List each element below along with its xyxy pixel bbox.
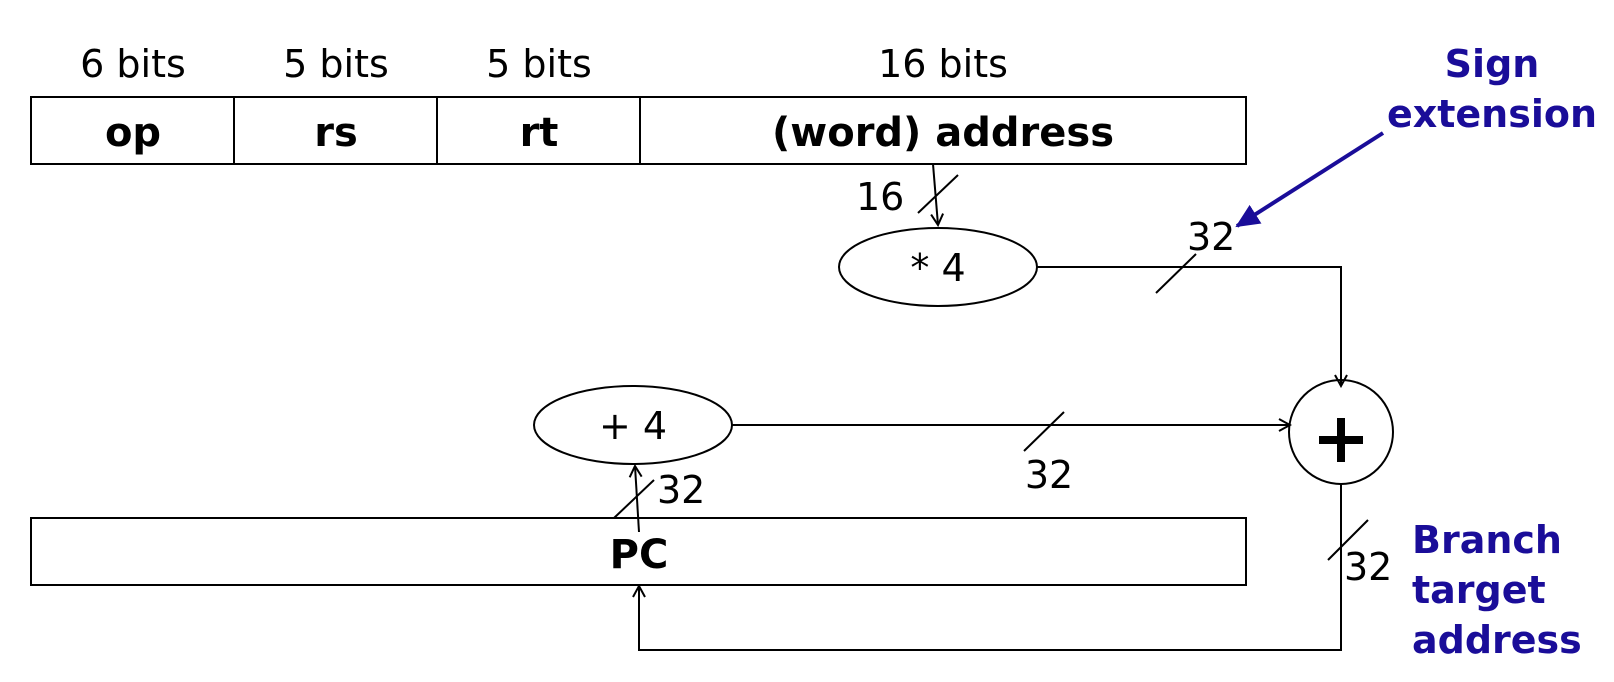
bus-width-shift: 32	[1187, 215, 1235, 259]
instruction-box	[30, 96, 1247, 165]
shift-to-adder-line	[1037, 266, 1341, 386]
bus-tick	[1155, 253, 1197, 294]
branch-target-label-line1: Branch	[1412, 518, 1562, 562]
multiply-by-four-label: * 4	[910, 246, 965, 290]
instruction-format: op rs rt (word) address	[30, 96, 1247, 165]
plus-icon	[1319, 418, 1363, 462]
bus-tick	[917, 174, 959, 214]
bus-tick	[1327, 519, 1369, 561]
bus-width-address: 16	[856, 175, 904, 219]
field-width-rt: 5 bits	[486, 42, 592, 86]
address-to-shift-arrow	[933, 163, 938, 225]
bus-width-adder: 32	[1344, 545, 1392, 589]
pc-label: PC	[610, 532, 669, 578]
field-width-op: 6 bits	[80, 42, 186, 86]
field-rs: rs	[314, 110, 358, 156]
sign-extension-arrow	[1235, 131, 1385, 228]
field-width-address: 16 bits	[878, 42, 1008, 86]
bus-width-increment: 32	[1025, 453, 1073, 497]
branch-target-label-line3: address	[1412, 618, 1582, 662]
sign-extension-label-line2: extension	[1387, 92, 1597, 136]
field-rt: rt	[520, 110, 559, 156]
field-address: (word) address	[772, 110, 1114, 156]
field-width-rs: 5 bits	[283, 42, 389, 86]
bus-tick	[613, 479, 655, 519]
pc-to-increment-arrow	[635, 466, 639, 533]
sign-extension-label-line1: Sign	[1445, 42, 1540, 86]
adder-to-pc-line	[639, 484, 1342, 651]
branch-target-label-line2: target	[1412, 568, 1546, 612]
bus-tick	[1023, 411, 1065, 452]
bus-width-pc: 32	[657, 468, 705, 512]
increment-by-four-label: + 4	[599, 404, 667, 448]
field-op: op	[105, 110, 161, 156]
